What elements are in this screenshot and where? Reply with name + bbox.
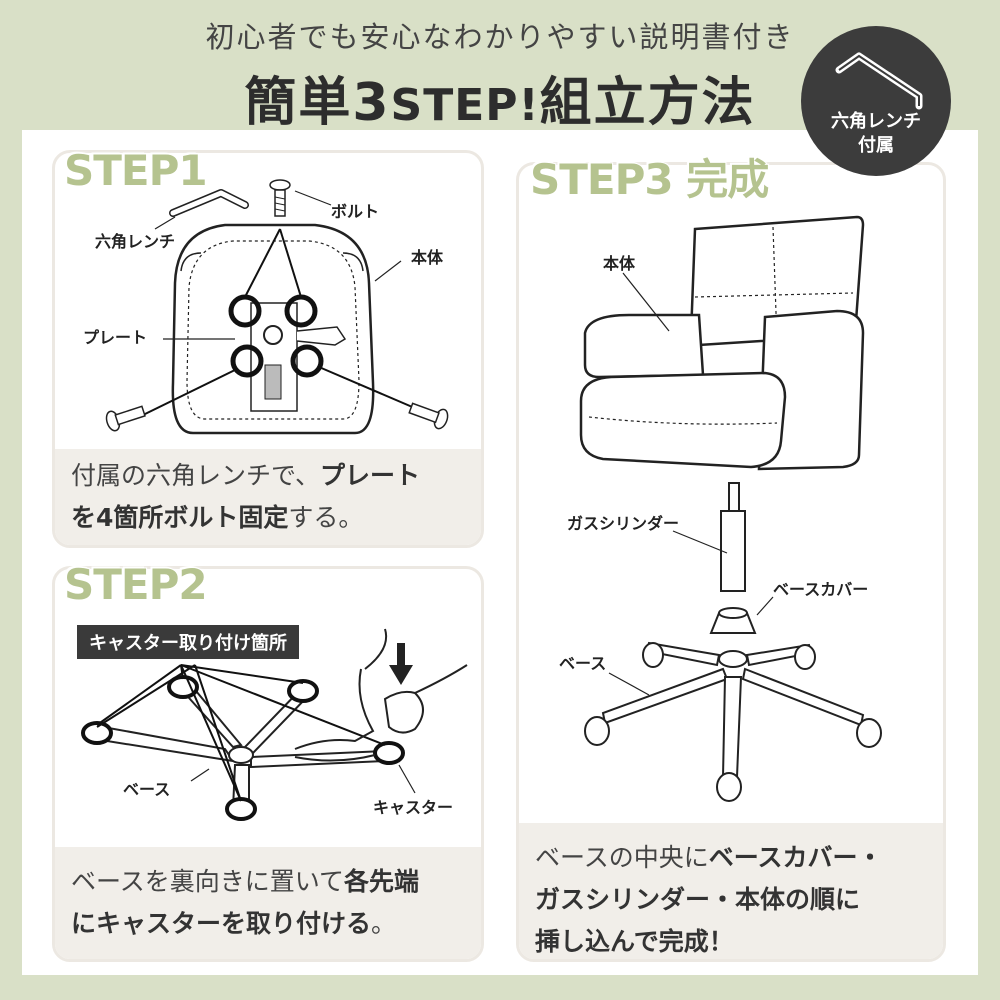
step1-illustration: ボルト 六角レンチ 本体 プレート: [83, 179, 449, 435]
label-base-cover: ベースカバー: [773, 580, 868, 599]
label-base: ベース: [123, 780, 170, 799]
caption-bold: ガスシリンダー・本体の順に: [535, 885, 861, 914]
down-arrow-icon: [389, 643, 413, 685]
caption-bold: を4箇所ボルト固定: [71, 503, 289, 532]
label-wrench: 六角レンチ: [95, 232, 175, 251]
caption-text: ベースを裏向きに置いて: [71, 867, 345, 896]
step3-label: STEP3 完成: [529, 154, 770, 205]
caption-text: 付属の六角レンチで、: [71, 461, 321, 490]
caption-bold: プレート: [320, 461, 421, 490]
step2-label: STEP2: [63, 559, 209, 610]
badge-line-1: 六角レンチ: [831, 111, 921, 132]
label-bolt: ボルト: [331, 202, 379, 221]
bolt-icon-left: [105, 405, 146, 432]
page-title: 簡単3STEP!組立方法: [0, 60, 1000, 135]
title-step: STEP!: [390, 80, 540, 131]
bolt-hole-markers: [228, 294, 324, 378]
caption-text: する。: [288, 503, 364, 532]
caption-bold: にキャスターを取り付ける: [71, 909, 372, 938]
wrench-included-badge: 六角レンチ 付属: [801, 26, 951, 176]
label-plate: プレート: [83, 328, 147, 347]
bolt-icon-right: [408, 402, 449, 430]
hex-wrench-icon: [835, 52, 923, 110]
caster-wheels: [584, 642, 882, 802]
caption-bold: 挿し込んで完成！: [535, 927, 734, 956]
caption-bold: 各先端: [344, 867, 420, 896]
bolt-icon: [269, 179, 291, 217]
label-base: ベース: [559, 654, 606, 673]
title-part-2: 組立方法: [539, 73, 756, 133]
header-subtitle: 初心者でも安心なわかりやすい説明書付き: [205, 20, 795, 54]
step3-illustration: 本体 ガスシリンダー ベースカバー ベース: [559, 215, 882, 802]
caption-bold: ベースカバー・: [708, 843, 883, 872]
caption-text: 。: [371, 909, 397, 938]
step1-label: STEP1: [63, 145, 209, 196]
caster-point-markers: [81, 675, 405, 821]
label-caster: キャスター: [373, 798, 453, 817]
label-body: 本体: [411, 248, 444, 267]
step3-card: 本体 ガスシリンダー ベースカバー ベース ベースの中央にベースカバー・ ガスシ…: [516, 162, 946, 962]
hex-wrench-drawing: [169, 189, 249, 217]
caption-text: ベースの中央に: [535, 843, 709, 872]
step2-illustration: ベース キャスター: [81, 628, 468, 821]
label-gas-cylinder: ガスシリンダー: [567, 514, 679, 533]
gas-cylinder-drawing: [720, 482, 746, 592]
step1-card: ボルト 六角レンチ 本体 プレート 付属の六角レンチで、プレート を4箇所ボルト…: [52, 150, 484, 548]
label-body: 本体: [603, 254, 636, 273]
step2-card: キャスター取り付け箇所: [52, 566, 484, 962]
caster-location-tag: キャスター取り付け箇所: [77, 625, 299, 659]
title-part-1: 簡単3: [244, 73, 391, 133]
badge-line-2: 付属: [858, 135, 894, 156]
step2-caption: ベースを裏向きに置いて各先端 にキャスターを取り付ける。: [55, 847, 481, 959]
step3-caption: ベースの中央にベースカバー・ ガスシリンダー・本体の順に 挿し込んで完成！: [519, 823, 943, 959]
step1-caption: 付属の六角レンチで、プレート を4箇所ボルト固定する。: [55, 449, 481, 545]
